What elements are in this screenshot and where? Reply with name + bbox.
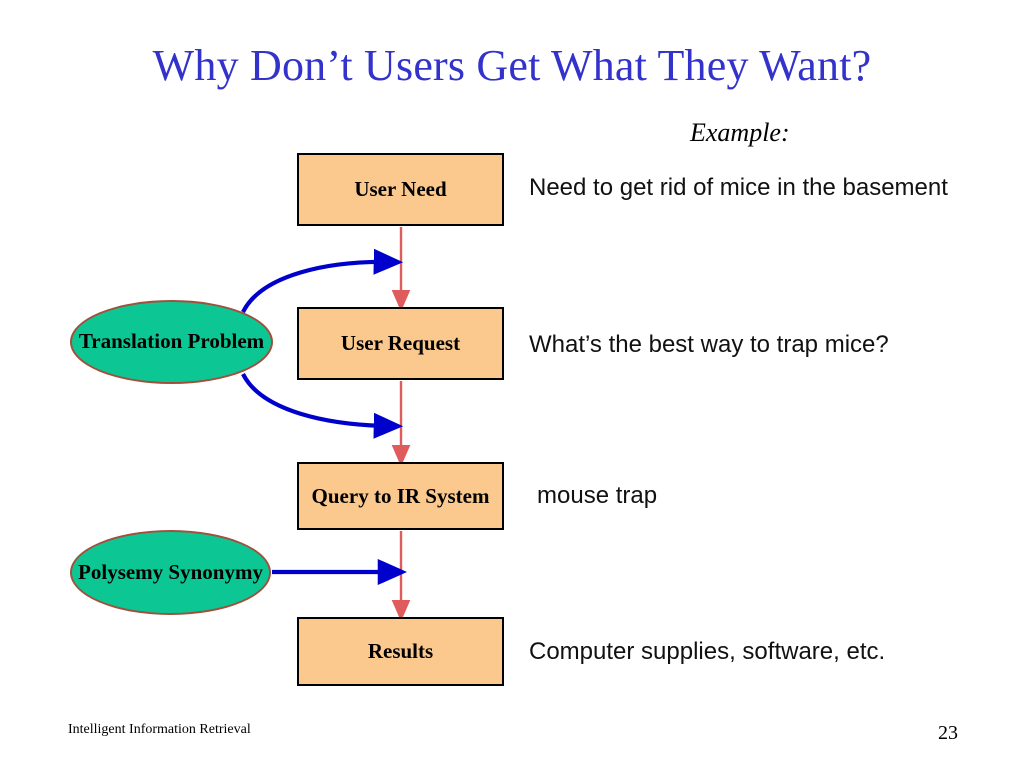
flow-box-user-request: User Request	[297, 307, 504, 380]
example-heading: Example:	[690, 118, 790, 147]
flow-ellipse-translation-problem: Translation Problem	[70, 300, 273, 384]
flow-box-results: Results	[297, 617, 504, 686]
footer-course-label: Intelligent Information Retrieval	[68, 722, 251, 737]
example-text-query: mouse trap	[537, 482, 658, 509]
flow-box-user-need: User Need	[297, 153, 504, 226]
flow-ellipse-polysemy-synonymy: Polysemy Synonymy	[70, 530, 271, 615]
arrow-translation-to-request-link	[241, 373, 404, 439]
page-title: Why Don’t Users Get What They Want?	[152, 41, 872, 90]
example-text-user-need: Need to get rid of mice in the basement	[529, 174, 948, 201]
example-text-user-request: What’s the best way to trap mice?	[529, 331, 889, 358]
arrow-translation-to-need-link	[241, 248, 404, 313]
page-number: 23	[938, 722, 958, 744]
example-text-results: Computer supplies, software, etc.	[529, 638, 886, 665]
flow-box-query-to-ir-system: Query to IR System	[297, 462, 504, 530]
